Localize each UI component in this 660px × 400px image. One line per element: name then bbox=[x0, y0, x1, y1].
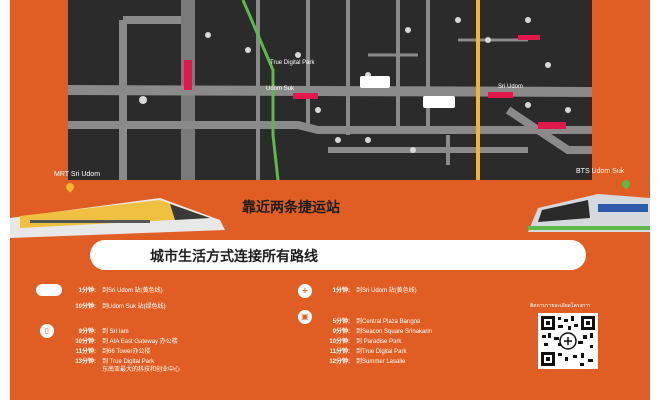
connect-title: 城市生活方式连接所有路线 bbox=[150, 249, 318, 265]
mrt-station-label: MRT Sri Udom bbox=[54, 171, 101, 178]
map-label-udom-suk: Udom Suk bbox=[266, 86, 295, 92]
location-map: True Digital Park Sri Udom Udom Suk bbox=[68, 0, 592, 180]
office-row: 13分钟:到 True Digital Park bbox=[75, 359, 155, 365]
shopping-row: 10分钟:到 Paradise Park bbox=[329, 339, 402, 345]
shopping-icon: ▣ bbox=[298, 310, 312, 324]
shopping-row: 9分钟:到Seacon Square Srinakarin bbox=[332, 329, 433, 335]
shopping-row: 5分钟:到Central Plaza Bangna bbox=[332, 319, 421, 325]
qr-code[interactable] bbox=[538, 313, 598, 369]
office-row: 11分钟:到66 Tower办公楼 bbox=[75, 349, 151, 355]
map-roads bbox=[68, 0, 592, 180]
mrt-train-image bbox=[10, 198, 225, 238]
bts-train-image bbox=[528, 194, 650, 232]
office-row: 10分钟:到 AIA East Gateway 办公楼 bbox=[75, 339, 178, 345]
transit-row: 10分钟:到Udom Suk 站(绿色线) bbox=[75, 304, 166, 310]
hospital-row: 1分钟:到Sri Udom 站(黄色线) bbox=[332, 288, 417, 294]
map-label-true-digital-park: True Digital Park bbox=[270, 60, 315, 66]
office-row: 9分钟:到 Sri Iam bbox=[78, 329, 129, 335]
footer-disclaimer bbox=[36, 373, 636, 399]
qr-title: ติดตามรายละเอียดโครงการ bbox=[530, 303, 591, 309]
headline: 靠近两条捷运站 bbox=[242, 200, 340, 216]
office-icon: ▯ bbox=[40, 324, 54, 338]
office-row: 东南亚最大的科技和创业中心 bbox=[102, 367, 181, 373]
shopping-row: 11分钟:到True Digital Park bbox=[329, 349, 407, 355]
bts-station-label: BTS Udom Suk bbox=[576, 168, 625, 175]
train-icon bbox=[36, 284, 62, 296]
transit-row: 1分钟:到Sri Udom 站(黄色线) bbox=[78, 288, 163, 294]
connect-bar bbox=[90, 240, 586, 270]
shopping-row: 12分钟:到Summer Lasalle bbox=[329, 359, 406, 365]
poster: True Digital Park Sri Udom Udom Suk MRT … bbox=[10, 0, 650, 400]
hospital-icon: + bbox=[298, 284, 312, 298]
map-label-sri-udom: Sri Udom bbox=[498, 84, 524, 90]
